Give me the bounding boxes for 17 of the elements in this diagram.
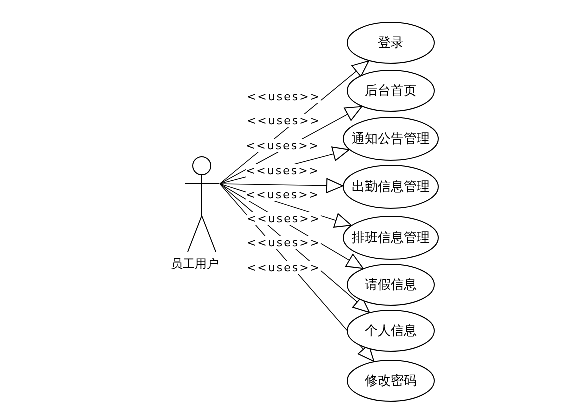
edge-label: <<uses>>	[246, 114, 322, 128]
edge-label: <<uses>>	[246, 164, 320, 178]
edge-label: <<uses>>	[246, 188, 320, 202]
arrow	[220, 178, 344, 194]
use-case-label: 个人信息	[365, 323, 417, 340]
use-case-label: 排班信息管理	[352, 230, 430, 247]
use-case-label: 通知公告管理	[352, 131, 430, 148]
actor-name: 员工用户	[170, 256, 220, 273]
edge-label: <<uses>>	[246, 262, 322, 274]
use-case-label: 修改密码	[365, 373, 417, 390]
use-case-label: 请假信息	[365, 277, 417, 294]
use-case-label: 登录	[378, 35, 404, 52]
edge-label: <<uses>>	[246, 212, 322, 226]
edge-label: <<uses>>	[246, 236, 322, 250]
use-case-label: 后台首页	[365, 83, 417, 100]
use-case-label: 出勤信息管理	[352, 179, 430, 196]
edge-label: <<uses>>	[246, 140, 320, 152]
